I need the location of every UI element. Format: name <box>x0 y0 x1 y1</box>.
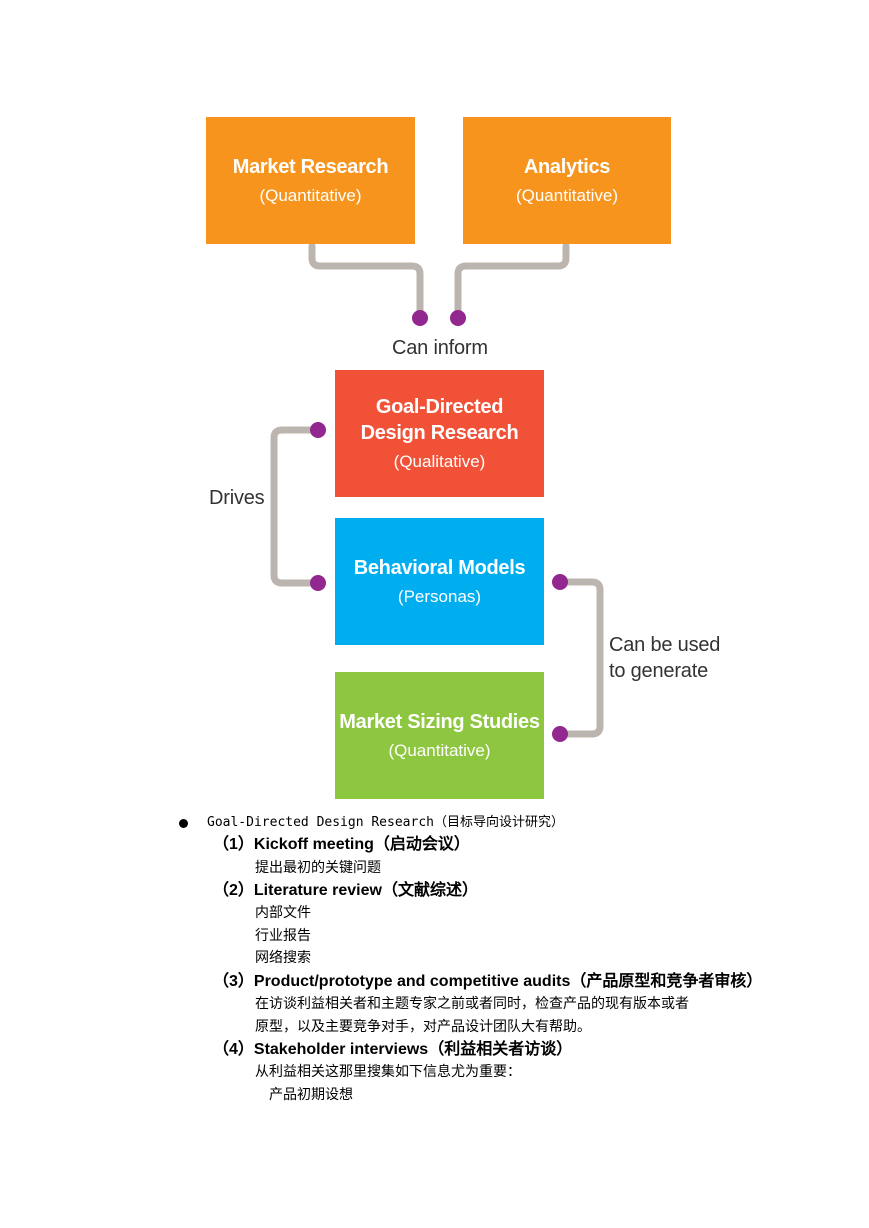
connector-lines <box>270 242 604 742</box>
research-diagram: Market Research (Quantitative) Analytics… <box>206 117 721 799</box>
box-title: Analytics <box>523 155 611 178</box>
box-title: Market Research <box>232 155 389 178</box>
box-title-line2: Design Research <box>360 421 519 444</box>
box-title-line1: Goal-Directed <box>375 395 504 418</box>
connector-can-be-used <box>556 578 604 738</box>
box-subtitle: (Quantitative) <box>388 740 491 760</box>
item-4-line-1: 从利益相关这那里搜集如下信息尤为重要： <box>255 1064 521 1080</box>
box-behavioral-models: Behavioral Models (Personas) <box>335 518 544 645</box>
label-can-be-used-line2: to generate <box>609 660 708 682</box>
item-1-line-1: 提出最初的关键问题 <box>255 860 381 876</box>
item-2-heading: （2）Literature review（文献综述） <box>213 882 478 899</box>
dot-2 <box>450 310 466 326</box>
item-2-line-3: 网络搜索 <box>255 950 311 966</box>
label-drives: Drives <box>209 487 265 509</box>
item-4-line-2: 产品初期设想 <box>269 1087 353 1103</box>
item-3-line-2: 原型，以及主要竞争对手，对产品设计团队大有帮助。 <box>255 1019 591 1035</box>
bullet-icon <box>179 819 188 828</box>
dot-4 <box>310 575 326 591</box>
box-market-sizing-studies: Market Sizing Studies (Quantitative) <box>335 672 544 799</box>
dot-6 <box>552 726 568 742</box>
box-subtitle: (Quantitative) <box>515 185 619 205</box>
item-2-line-2: 行业报告 <box>255 928 311 944</box>
dot-5 <box>552 574 568 590</box>
item-4-heading: （4）Stakeholder interviews（利益相关者访谈） <box>213 1041 573 1058</box>
label-can-inform: Can inform <box>392 337 488 359</box>
item-3-line-1: 在访谈利益相关者和主题专家之前或者同时，检查产品的现有版本或者 <box>255 996 689 1012</box>
box-subtitle: (Qualitative) <box>393 451 486 471</box>
box-subtitle: (Quantitative) <box>259 185 362 205</box>
box-analytics: Analytics (Quantitative) <box>463 117 671 244</box>
dot-3 <box>310 422 326 438</box>
item-1-heading: （1）Kickoff meeting（启动会议） <box>213 836 470 853</box>
connector-drives <box>270 426 320 587</box>
box-title: Behavioral Models <box>353 556 526 579</box>
item-2-line-1: 内部文件 <box>255 905 311 921</box>
connector-analytics <box>454 242 570 318</box>
dot-1 <box>412 310 428 326</box>
item-3-heading: （3）Product/prototype and competitive aud… <box>213 973 763 990</box>
box-subtitle: (Personas) <box>397 586 482 606</box>
label-can-be-used-line1: Can be used <box>609 634 721 656</box>
bullet-heading: Goal-Directed Design Research（目标导向设计研究） <box>207 815 564 830</box>
box-goal-directed-design-research: Goal-Directed Design Research (Qualitati… <box>335 370 544 497</box>
box-market-research: Market Research (Quantitative) <box>206 117 415 244</box>
connector-market-research <box>308 242 424 318</box>
box-title: Market Sizing Studies <box>339 710 540 733</box>
